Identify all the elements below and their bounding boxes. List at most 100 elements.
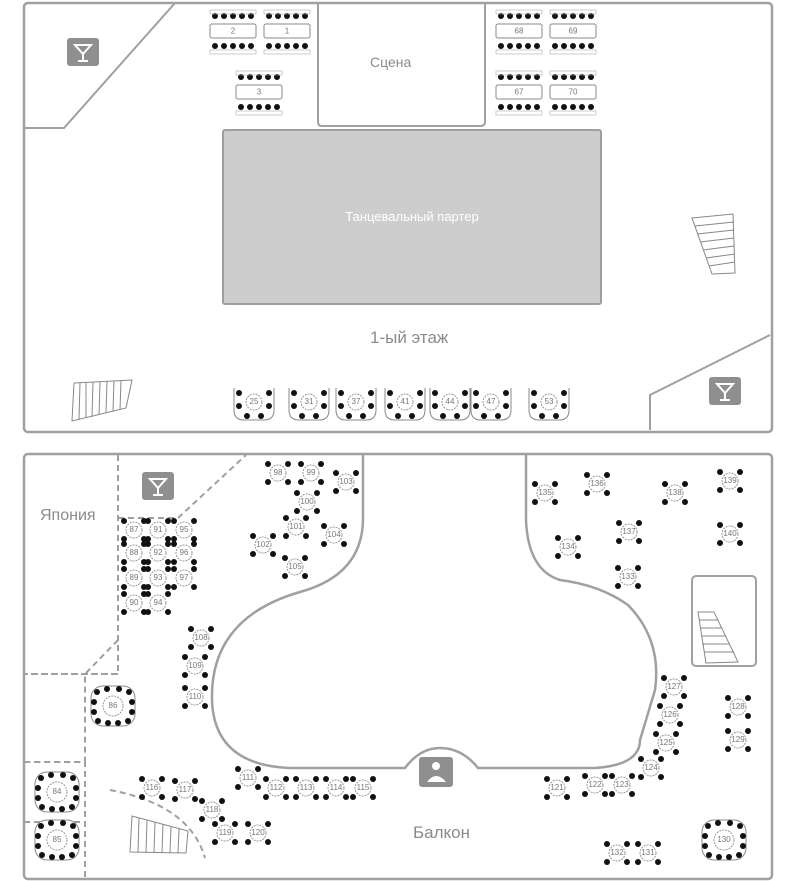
seat (165, 559, 171, 565)
round-table[interactable]: 138 (662, 481, 688, 505)
round-table[interactable]: 128 (725, 695, 751, 719)
table-number: 85 (53, 835, 62, 844)
round-table[interactable]: 105 (282, 555, 308, 579)
seat (588, 43, 594, 49)
sofa-table[interactable]: 47 (470, 388, 512, 421)
round-table[interactable]: 126 (657, 703, 683, 727)
seat (570, 104, 576, 110)
sofa-table[interactable]: 53 (528, 388, 570, 421)
round-table[interactable]: 91 (145, 518, 171, 542)
round-table[interactable]: 133 (615, 565, 641, 589)
seat (507, 13, 513, 19)
round-table[interactable]: 110 (182, 685, 208, 709)
round-table[interactable]: 121 (544, 776, 570, 800)
round-table[interactable]: 131 (635, 841, 661, 865)
lounge-table[interactable]: 85 (34, 819, 80, 861)
round-table[interactable]: 120 (245, 821, 271, 845)
round-table[interactable]: 132 (604, 841, 630, 865)
round-table[interactable]: 96 (171, 541, 197, 565)
round-table[interactable]: 127 (661, 675, 687, 699)
round-table[interactable]: 117 (172, 778, 198, 802)
table-number: 108 (194, 633, 208, 642)
bar-icon[interactable] (709, 377, 741, 405)
seat (121, 584, 127, 590)
round-table[interactable]: 114 (323, 776, 349, 800)
round-table[interactable]: 95 (171, 518, 197, 542)
table-number: 2 (231, 27, 236, 36)
seat (552, 74, 558, 80)
round-table[interactable]: 137 (616, 520, 642, 544)
round-table[interactable]: 88 (121, 541, 147, 565)
round-table[interactable]: 99 (298, 461, 324, 485)
round-table[interactable]: 103 (333, 470, 359, 494)
round-table[interactable]: 134 (555, 535, 581, 559)
round-table[interactable]: 102 (250, 533, 276, 557)
round-table[interactable]: 129 (725, 728, 751, 752)
round-table[interactable]: 115 (350, 776, 376, 800)
seat (579, 74, 585, 80)
sofa-table[interactable]: 31 (288, 388, 330, 421)
round-table[interactable]: 90 (121, 591, 147, 615)
round-table[interactable]: 93 (145, 566, 171, 590)
seat (705, 823, 711, 829)
round-table[interactable]: 118 (199, 798, 225, 822)
seat (291, 403, 297, 409)
seat (191, 518, 197, 524)
round-table[interactable]: 104 (321, 523, 347, 547)
seat (321, 403, 327, 409)
round-table[interactable]: 135 (532, 481, 558, 505)
round-table[interactable]: 113 (293, 776, 319, 800)
round-table[interactable]: 109 (182, 654, 208, 678)
seat (473, 390, 479, 396)
bar-icon[interactable] (67, 38, 99, 66)
sofa-table[interactable]: 25 (233, 388, 275, 421)
round-table[interactable]: 124 (638, 756, 664, 780)
round-table[interactable]: 123 (609, 773, 635, 797)
sofa-table[interactable]: 41 (384, 388, 426, 421)
sofa-table[interactable]: 37 (335, 388, 377, 421)
booth-table[interactable]: 2 (209, 9, 257, 55)
round-table[interactable]: 112 (263, 776, 289, 800)
round-table[interactable]: 119 (212, 821, 238, 845)
round-table[interactable]: 122 (582, 773, 608, 797)
seat (673, 749, 679, 755)
booth-table[interactable]: 3 (235, 70, 283, 116)
sofa-table[interactable]: 44 (429, 388, 471, 421)
seat (121, 609, 127, 615)
seat (498, 74, 504, 80)
round-table[interactable]: 108 (188, 626, 214, 650)
round-table[interactable]: 101 (283, 515, 309, 539)
seat (338, 390, 344, 396)
round-table[interactable]: 98 (265, 461, 291, 485)
round-table[interactable]: 94 (145, 591, 171, 615)
round-table[interactable]: 139 (717, 469, 743, 493)
round-table[interactable]: 100 (294, 490, 320, 514)
booth-table[interactable]: 68 (495, 9, 543, 55)
lounge-table[interactable]: 84 (34, 771, 80, 813)
round-table[interactable]: 116 (139, 776, 165, 800)
seat (171, 559, 177, 565)
round-table[interactable]: 136 (584, 472, 610, 496)
seat (182, 685, 188, 691)
booth-table[interactable]: 67 (495, 70, 543, 116)
booth-table[interactable]: 70 (549, 70, 597, 116)
booth-table[interactable]: 1 (263, 9, 311, 55)
booth-table[interactable]: 69 (549, 9, 597, 55)
seat (283, 515, 289, 521)
seat (516, 43, 522, 49)
round-table[interactable]: 97 (171, 566, 197, 590)
seat (570, 74, 576, 80)
round-table[interactable]: 140 (717, 522, 743, 546)
lounge-table[interactable]: 130 (701, 819, 747, 861)
seat (49, 854, 55, 860)
lounge-table[interactable]: 86 (90, 685, 136, 727)
round-table[interactable]: 125 (653, 731, 679, 755)
seat (192, 796, 198, 802)
seat (208, 644, 214, 650)
seat (182, 703, 188, 709)
round-table[interactable]: 87 (121, 518, 147, 542)
seat (417, 403, 423, 409)
bar-icon[interactable] (142, 472, 174, 500)
round-table[interactable]: 92 (145, 541, 171, 565)
round-table[interactable]: 111 (235, 766, 261, 790)
